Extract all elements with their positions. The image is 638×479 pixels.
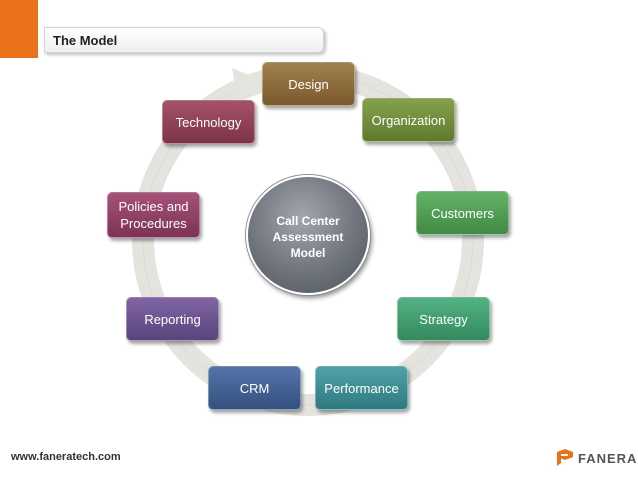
node-customers: Customers xyxy=(416,191,509,235)
title-box: The Model xyxy=(44,27,324,53)
node-technology: Technology xyxy=(162,100,255,144)
fanera-logo-text: FANERA xyxy=(578,450,638,466)
cycle-arrow-head xyxy=(232,68,266,103)
node-strategy-label: Strategy xyxy=(419,311,468,327)
node-organization: Organization xyxy=(362,98,455,142)
node-organization-label: Organization xyxy=(371,112,446,128)
node-policies-label: Policies and Procedures xyxy=(118,199,189,231)
node-crm: CRM xyxy=(208,366,301,410)
node-design-label: Design xyxy=(288,76,329,92)
fanera-logo: FANERA xyxy=(555,445,637,471)
node-crm-label: CRM xyxy=(239,380,270,396)
node-policies: Policies and Procedures xyxy=(107,192,200,238)
node-reporting-label: Reporting xyxy=(144,311,201,327)
center-label: Call Center Assessment Model xyxy=(272,214,344,260)
slide-title: The Model xyxy=(53,33,118,48)
accent-bar xyxy=(0,0,38,58)
node-reporting: Reporting xyxy=(126,297,219,341)
node-strategy: Strategy xyxy=(397,297,490,341)
node-design: Design xyxy=(262,62,355,106)
node-performance: Performance xyxy=(315,366,408,410)
footer-url: www.faneratech.com xyxy=(11,451,121,463)
node-performance-label: Performance xyxy=(324,380,399,396)
center-circle: Call Center Assessment Model xyxy=(246,175,370,295)
node-technology-label: Technology xyxy=(175,114,242,130)
node-customers-label: Customers xyxy=(431,205,494,221)
fanera-logo-icon xyxy=(557,449,573,466)
